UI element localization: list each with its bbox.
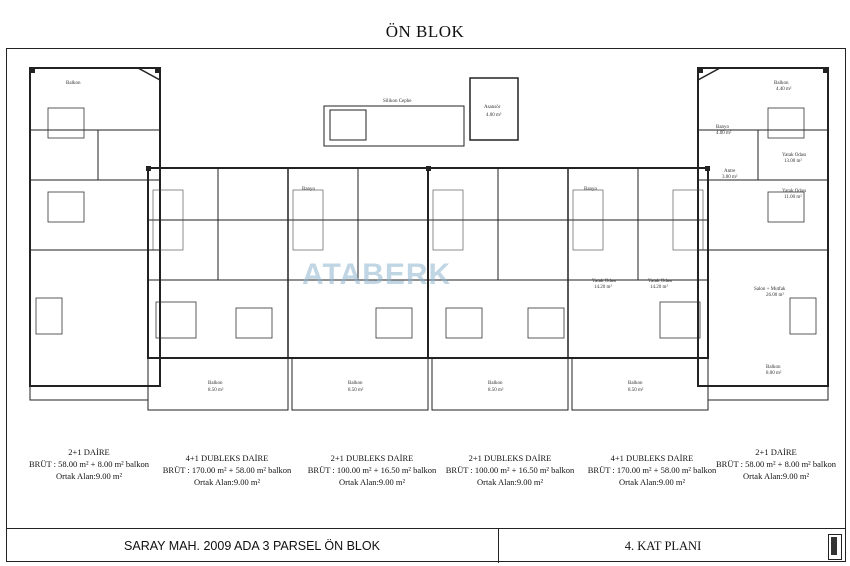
- unit-ortak: Ortak Alan:9.00 m²: [55, 471, 123, 481]
- unit-name: 2+1 DUBLEKS DAİRE: [330, 453, 414, 463]
- unit-brut: BRÜT : 58.00 m² + 8.00 m² balkon: [28, 459, 149, 469]
- label-yatak-mid-1: Yatak Odası: [592, 279, 617, 284]
- label-balkon-3-area: 8.50 m²: [488, 387, 504, 393]
- label-balkon-4-area: 8.50 m²: [628, 387, 644, 393]
- label-balkon-1-area: 8.50 m²: [208, 387, 224, 393]
- label-salon-r-area: 26.00 m²: [766, 292, 784, 298]
- label-salon-r: Salon + Mutfak: [754, 287, 786, 292]
- unit-brut: BRÜT : 58.00 m² + 8.00 m² balkon: [715, 459, 836, 469]
- stamp-box: [828, 534, 842, 560]
- unit-info-3: 2+1 DUBLEKS DAİRE BRÜT : 100.00 m² + 16.…: [292, 452, 452, 488]
- label-yatak-mid-2-area: 14.20 m²: [650, 284, 668, 290]
- label-balkon-left-top: Balkon: [66, 81, 81, 86]
- unit-brut: BRÜT : 100.00 m² + 16.50 m² balkon: [445, 465, 575, 475]
- unit-ortak: Ortak Alan:9.00 m²: [193, 477, 261, 487]
- label-balkon-right-top: Balkon: [774, 81, 789, 86]
- unit-info-6: 2+1 DAİRE BRÜT : 58.00 m² + 8.00 m² balk…: [706, 446, 846, 482]
- floor-plan: Silikon Cephe Asansör 4.00 m² Balkon Bal…: [29, 67, 829, 411]
- label-banyo-r-area: 4.00 m²: [716, 130, 732, 136]
- label-asansor-area: 4.00 m²: [486, 112, 502, 118]
- unit-name: 4+1 DUBLEKS DAİRE: [610, 453, 694, 463]
- stamp-mark: [831, 537, 837, 555]
- unit-brut: BRÜT : 100.00 m² + 16.50 m² balkon: [307, 465, 437, 475]
- watermark-logo: ATABERK: [302, 258, 452, 291]
- unit-name: 2+1 DAİRE: [68, 447, 110, 457]
- label-yatak-r1: Yatak Odası: [782, 153, 807, 158]
- label-banyo-2: Banyo: [584, 187, 598, 192]
- sheet-name: 4. KAT PLANI: [624, 538, 702, 553]
- unit-brut: BRÜT : 170.00 m² + 58.00 m² balkon: [587, 465, 717, 475]
- unit-info-5: 4+1 DUBLEKS DAİRE BRÜT : 170.00 m² + 58.…: [572, 452, 732, 488]
- label-yatak-r2: Yatak Odası: [782, 189, 807, 194]
- unit-info-1: 2+1 DAİRE BRÜT : 58.00 m² + 8.00 m² balk…: [14, 446, 164, 482]
- label-banyo-1: Banyo: [302, 187, 316, 192]
- label-balkon-4: Balkon: [628, 381, 643, 386]
- label-yatak-mid-2: Yatak Odası: [648, 279, 673, 284]
- label-yatak-r2-area: 11.00 m²: [784, 194, 802, 200]
- label-balkon-r-area: 8.00 m²: [766, 370, 782, 376]
- label-silikon-cephe: Silikon Cephe: [383, 99, 412, 104]
- unit-brut: BRÜT : 170.00 m² + 58.00 m² balkon: [162, 465, 292, 475]
- label-balkon-r: Balkon: [766, 365, 781, 370]
- label-banyo-r: Banyo: [716, 125, 730, 130]
- title-block: SARAY MAH. 2009 ADA 3 PARSEL ÖN BLOK 4. …: [6, 528, 846, 563]
- unit-ortak: Ortak Alan:9.00 m²: [338, 477, 406, 487]
- unit-info-4: 2+1 DUBLEKS DAİRE BRÜT : 100.00 m² + 16.…: [430, 452, 590, 488]
- unit-ortak: Ortak Alan:9.00 m²: [618, 477, 686, 487]
- unit-name: 2+1 DAİRE: [755, 447, 797, 457]
- unit-name: 4+1 DUBLEKS DAİRE: [185, 453, 269, 463]
- label-balkon-2: Balkon: [348, 381, 363, 386]
- unit-info-2: 4+1 DUBLEKS DAİRE BRÜT : 170.00 m² + 58.…: [152, 452, 302, 488]
- label-balkon-1: Balkon: [208, 381, 223, 386]
- unit-ortak: Ortak Alan:9.00 m²: [476, 477, 544, 487]
- label-balkon-3: Balkon: [488, 381, 503, 386]
- unit-ortak: Ortak Alan:9.00 m²: [742, 471, 810, 481]
- label-yatak-mid-1-area: 14.20 m²: [594, 284, 612, 290]
- page-title: ÖN BLOK: [385, 22, 465, 41]
- label-yatak-r1-area: 13.00 m²: [784, 158, 802, 164]
- label-antre-r-area: 3.00 m²: [722, 174, 738, 180]
- drawing-frame: [6, 48, 846, 562]
- project-name: SARAY MAH. 2009 ADA 3 PARSEL ÖN BLOK: [6, 529, 499, 563]
- label-antre-r: Antre: [724, 169, 736, 174]
- label-asansor: Asansör: [484, 105, 501, 110]
- unit-name: 2+1 DUBLEKS DAİRE: [468, 453, 552, 463]
- label-balkon-right-top-area: 4.40 m²: [776, 86, 792, 92]
- label-balkon-2-area: 8.50 m²: [348, 387, 364, 393]
